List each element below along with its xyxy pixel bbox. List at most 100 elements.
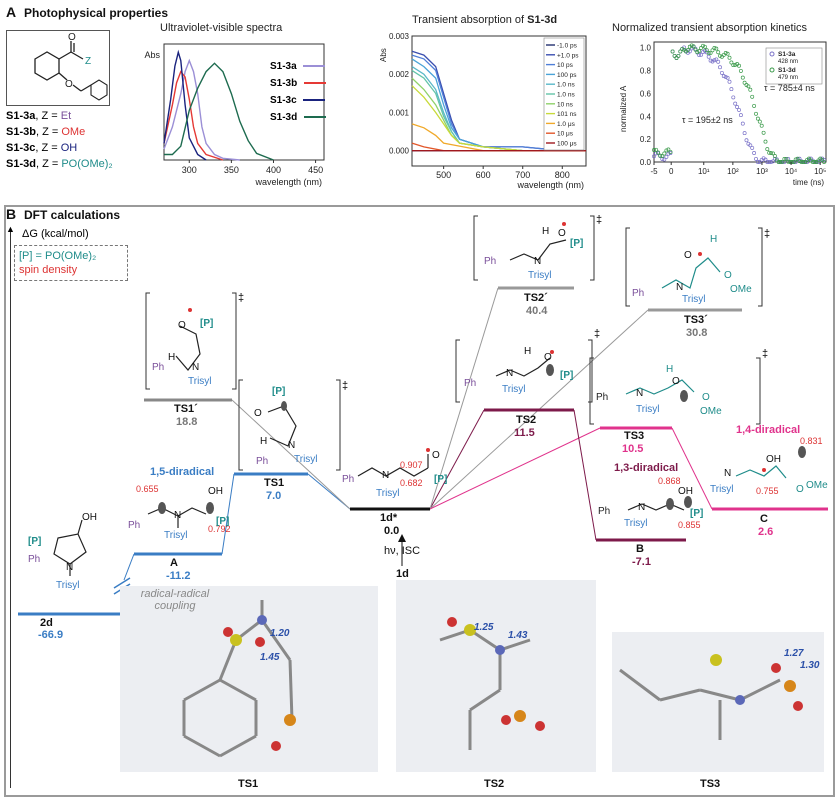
- data-point: [789, 160, 794, 164]
- x-axis-label: wavelength (nm): [516, 180, 584, 190]
- label-TS2: TS2: [516, 414, 537, 426]
- svg-text:Trisyl: Trisyl: [502, 384, 526, 395]
- legend-entry: S1-3a: [270, 58, 326, 75]
- data-point: [674, 56, 679, 60]
- section-b-title: DFT calculations: [24, 208, 121, 222]
- data-point: [738, 68, 743, 73]
- svg-text:Trisyl: Trisyl: [636, 404, 660, 415]
- compound-row: S1-3b, Z = OMe: [6, 126, 86, 138]
- data-point: [670, 49, 675, 54]
- energy-TS2: 11.5: [514, 427, 535, 439]
- svg-text:Ph: Ph: [596, 392, 608, 403]
- uvvis-legend: S1-3a S1-3b S1-3c S1-3d: [270, 58, 327, 126]
- svg-text:Trisyl: Trisyl: [294, 454, 318, 465]
- data-point: [729, 60, 734, 65]
- svg-text:N: N: [506, 368, 513, 379]
- data-point: [706, 51, 711, 55]
- x-tick-label: 350: [224, 165, 239, 175]
- svg-text:OH: OH: [208, 486, 223, 497]
- axis-arrow-icon: ▲: [6, 224, 15, 234]
- data-point: [685, 48, 690, 52]
- data-point: [676, 53, 681, 58]
- legend-box: [P] = PO(OMe)₂ spin density: [14, 245, 128, 281]
- x-axis-label: wavelength (nm): [254, 177, 322, 187]
- label-TS3: TS3: [624, 430, 645, 442]
- data-point: [771, 151, 775, 156]
- svg-text:Trisyl: Trisyl: [682, 294, 706, 305]
- struct-o2-label: O: [65, 79, 73, 90]
- data-point: [652, 154, 656, 159]
- svg-text:[P]: [P]: [434, 474, 447, 485]
- svg-text:O: O: [544, 352, 552, 363]
- label-A: A: [170, 557, 178, 569]
- x-tick-label: 10⁵: [814, 167, 826, 176]
- structure-TS2: H O [P] Ph N Trisyl: [464, 346, 573, 395]
- data-point: [668, 149, 673, 154]
- svg-text:N: N: [382, 470, 389, 481]
- x-tick-label: 400: [266, 165, 281, 175]
- svg-text:Ph: Ph: [598, 506, 610, 517]
- energy-A: -11.2: [166, 570, 191, 582]
- data-point: [782, 157, 787, 161]
- x-tick-label: 0: [669, 167, 674, 176]
- svg-text:[P]: [P]: [560, 370, 573, 381]
- legend-label: S1-3a: [778, 51, 796, 58]
- data-point: [714, 57, 719, 62]
- y-tick-label: 0.001: [389, 108, 410, 117]
- svg-text:Ph: Ph: [152, 362, 164, 373]
- data-point: [797, 159, 802, 164]
- data-point: [729, 87, 734, 92]
- y-tick-label: 0.8: [640, 67, 652, 76]
- section-b-letter: B: [6, 206, 17, 222]
- data-point: [725, 51, 730, 56]
- data-point: [776, 160, 781, 164]
- data-point: [672, 53, 677, 58]
- legend-label: 1.0 μs: [557, 121, 576, 128]
- x-tick-label: 10²: [727, 167, 739, 176]
- legend-label: 101 ns: [557, 111, 577, 118]
- legend-note: 479 nm: [778, 75, 798, 81]
- svg-text:O: O: [432, 450, 440, 461]
- svg-text:O: O: [672, 376, 680, 387]
- svg-text:0.907: 0.907: [400, 460, 423, 470]
- svg-text:Trisyl: Trisyl: [376, 488, 400, 499]
- svg-text:Trisyl: Trisyl: [624, 518, 648, 529]
- data-point: [701, 43, 705, 48]
- data-point: [740, 121, 745, 126]
- svg-text:Trisyl: Trisyl: [710, 484, 734, 495]
- data-point: [750, 145, 755, 150]
- data-point: [725, 75, 730, 80]
- data-point: [742, 80, 747, 85]
- plot-frame: [411, 35, 587, 167]
- energy-TS1prime: 18.8: [176, 416, 198, 428]
- section-b-frame: [4, 205, 835, 797]
- radical-coupling-label: radical-radical coupling: [140, 588, 210, 612]
- data-point: [757, 119, 762, 124]
- data-point: [763, 157, 768, 162]
- energy-TS3prime: 30.8: [686, 327, 708, 339]
- data-point: [754, 111, 758, 116]
- legend-label: S1-3d: [778, 67, 796, 74]
- svg-text:Trisyl: Trisyl: [164, 530, 188, 540]
- data-point: [748, 87, 753, 92]
- data-point: [680, 46, 685, 51]
- compound-list: S1-3a, Z = Et S1-3b, Z = OMe S1-3c, Z = …: [6, 108, 113, 172]
- svg-text:H: H: [710, 234, 717, 245]
- data-point: [708, 50, 713, 55]
- legend-p: [P] = PO(OMe)₂: [19, 250, 97, 262]
- legend-frame: [765, 47, 823, 85]
- plot-frame: [653, 41, 827, 163]
- series-line: [163, 49, 207, 161]
- svg-text:O: O: [724, 270, 732, 281]
- x-tick-label: 450: [308, 165, 323, 175]
- svg-text:N: N: [724, 468, 731, 479]
- data-point: [765, 147, 770, 152]
- data-point: [788, 160, 793, 164]
- structure-TS3prime: H O O OMe Ph N Trisyl: [632, 234, 752, 305]
- data-point: [752, 103, 757, 108]
- data-point: [695, 50, 700, 54]
- data-point: [803, 160, 808, 164]
- svg-text:O: O: [702, 392, 710, 403]
- data-point: [716, 50, 721, 55]
